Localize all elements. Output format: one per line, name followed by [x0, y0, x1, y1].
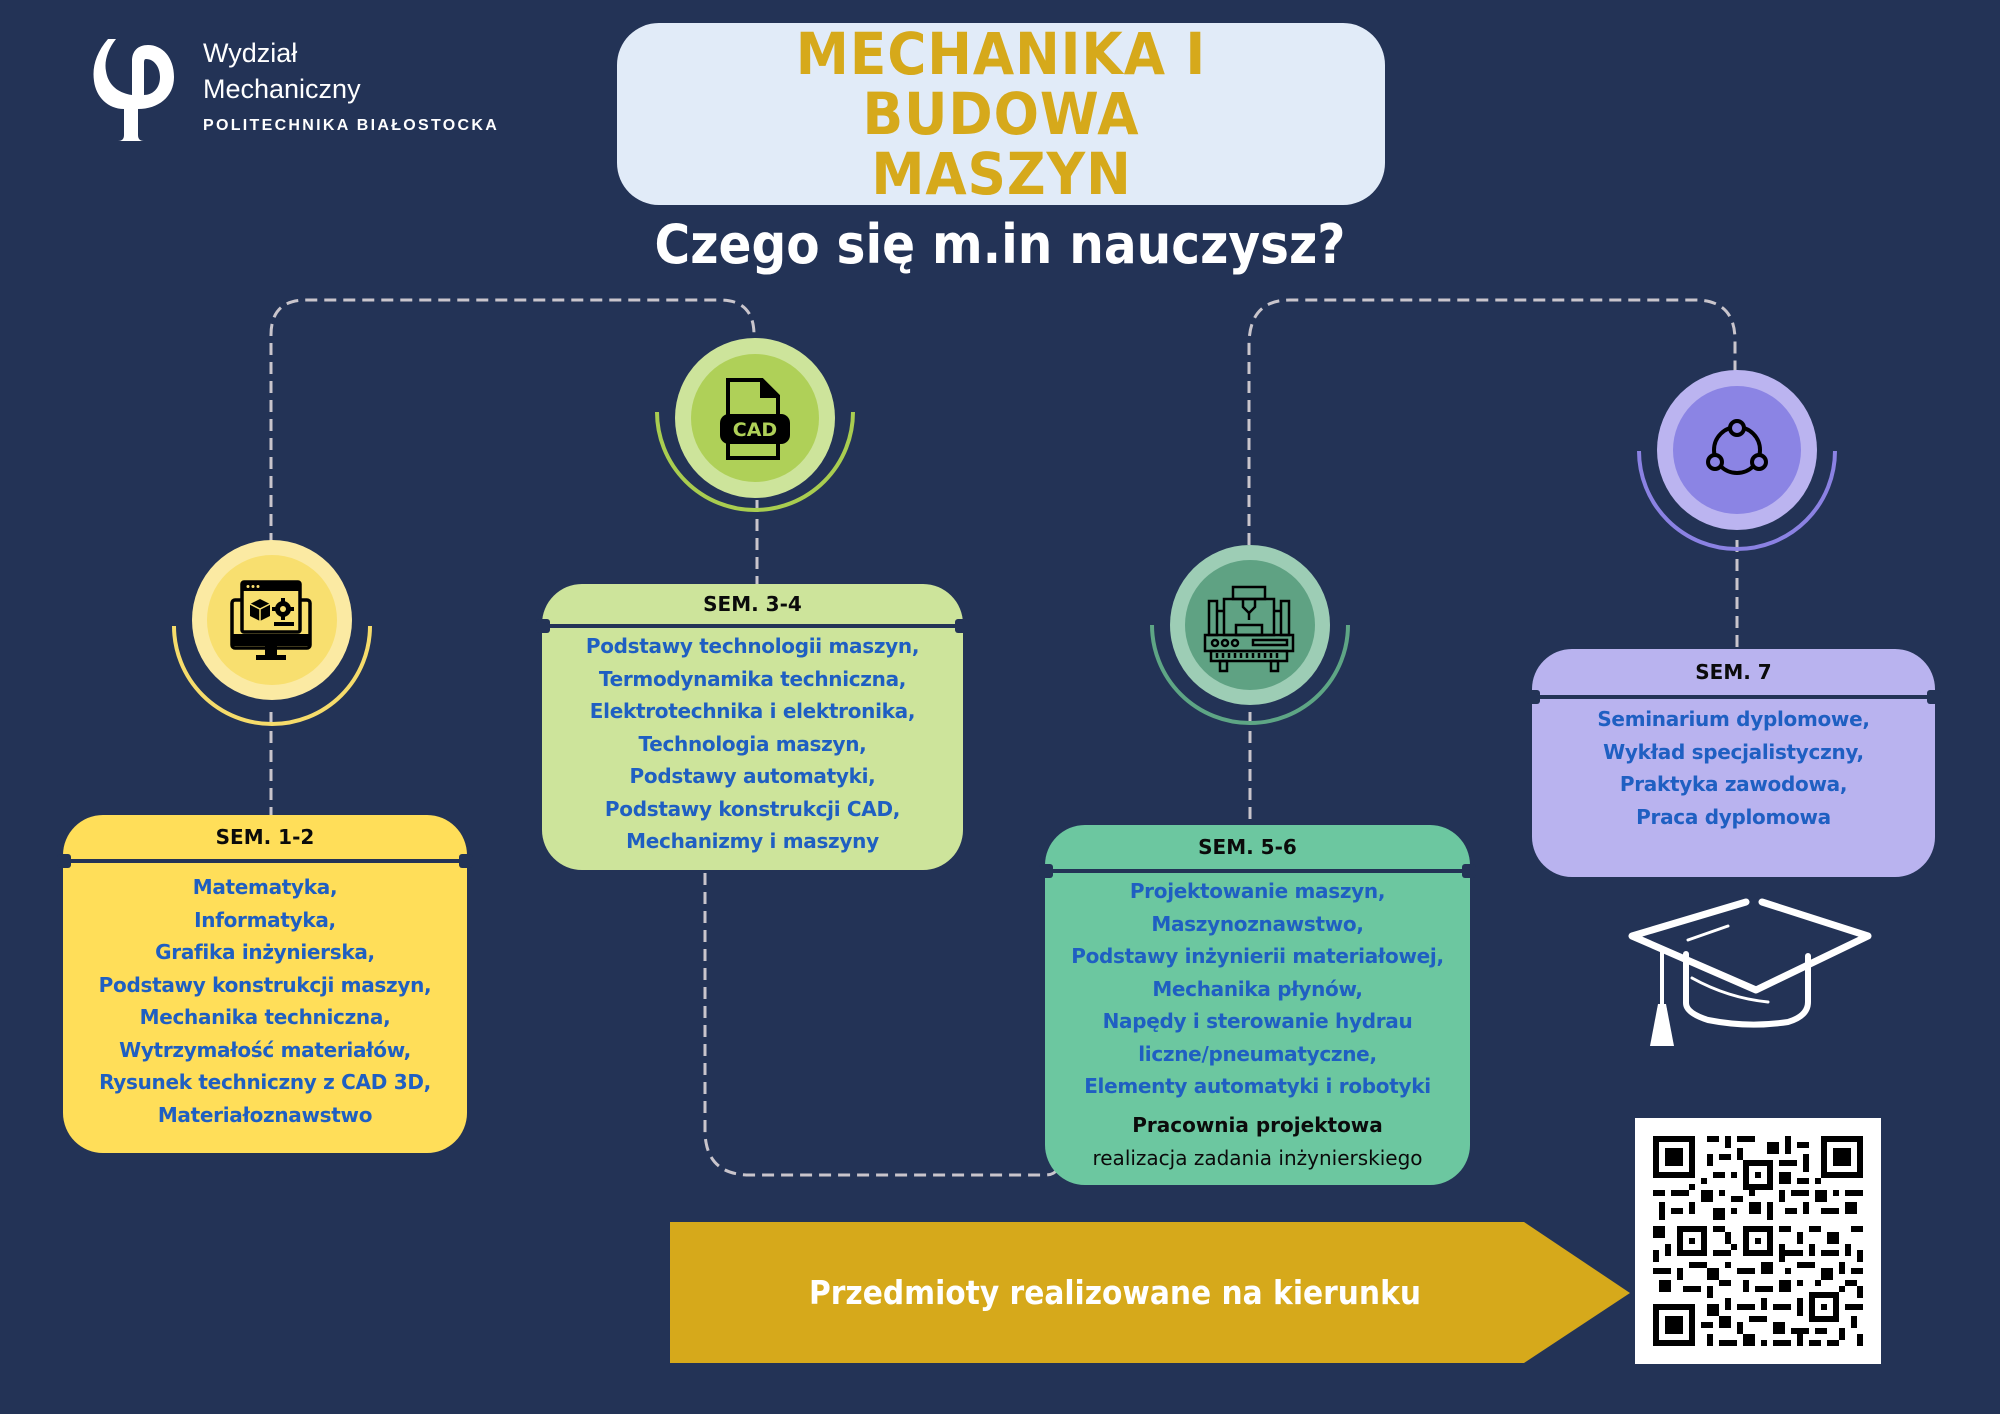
subject-item: Mechanika techniczna, — [139, 1005, 391, 1029]
card-divider — [1039, 864, 1476, 878]
semester-title: SEM. 3-4 — [703, 592, 802, 616]
project-lab-subtitle: realizacja zadania inżynierskiego — [1092, 1145, 1423, 1170]
subject-item: Praca dyplomowa — [1636, 804, 1831, 829]
qr-code[interactable] — [1635, 1118, 1881, 1364]
page-title-line1: MECHANIKA I BUDOWA — [795, 20, 1207, 148]
project-lab-title: Pracownia projektowa — [1132, 1112, 1383, 1137]
semester-card-3-4: SEM. 3-4 Podstawy technologii maszyn, Te… — [536, 584, 969, 870]
subject-item: Podstawy konstrukcji maszyn, — [98, 972, 432, 997]
card-divider — [536, 619, 969, 633]
svg-text:CAD: CAD — [733, 419, 777, 441]
card-divider — [57, 854, 473, 868]
subject-item: Wykład specjalistyczny, — [1603, 739, 1864, 764]
card-divider — [1526, 690, 1941, 704]
semester-title: SEM. 1-2 — [215, 825, 315, 849]
subject-item: Wytrzymałość materiałów, — [119, 1037, 411, 1062]
subject-item: Seminarium dyplomowe, — [1597, 707, 1870, 731]
subject-item: Elektrotechnika i elektronika, — [589, 699, 916, 723]
sem7-icon-circle — [1637, 370, 1837, 551]
network-nodes-icon — [1706, 419, 1768, 475]
page-subtitle: Czego się m.in nauczysz? — [654, 213, 1346, 276]
subjects-banner-arrow — [670, 1222, 1630, 1363]
cad-file-icon: CAD — [720, 378, 790, 460]
semester-card-7: SEM. 7 Seminarium dyplomowe, Wykład spec… — [1526, 649, 1941, 877]
subject-item: Projektowanie maszyn, — [1129, 879, 1386, 903]
subject-item: Termodynamika techniczna, — [598, 666, 907, 691]
logo-university: POLITECHNIKA BIAŁOSTOCKA — [203, 117, 500, 134]
sem34-icon-circle: CAD — [655, 338, 855, 512]
graduation-cap-icon — [1628, 898, 1872, 1046]
subject-item: Maszynoznawstwo, — [1151, 911, 1364, 936]
semester-card-1-2: SEM. 1-2 Matematyka, Informatyka, Grafik… — [57, 815, 473, 1153]
faculty-logo: Wydział Mechaniczny POLITECHNIKA BIAŁOST… — [88, 35, 508, 145]
semester-title: SEM. 7 — [1695, 660, 1772, 684]
subject-item: Napędy i sterowanie hydrau — [1102, 1009, 1413, 1033]
subject-item: Grafika inżynierska, — [155, 940, 375, 964]
subject-item: Praktyka zawodowa, — [1619, 772, 1848, 796]
sem56-icon-circle — [1150, 545, 1350, 725]
page-title-line2: MASZYN — [870, 140, 1132, 208]
subject-item: Materiałoznawstwo — [157, 1102, 373, 1127]
subject-item: Podstawy automatyki, — [629, 764, 876, 788]
subjects-banner-label: Przedmioty realizowane na kierunku — [809, 1272, 1421, 1312]
subject-item: Podstawy inżynierii materiałowej, — [1071, 944, 1444, 968]
subject-item: Mechanika płynów, — [1152, 976, 1363, 1001]
logo-faculty-line1: Wydział — [203, 38, 298, 68]
subject-item: Mechanizmy i maszyny — [626, 829, 879, 853]
computer-3d-settings-icon — [230, 580, 312, 660]
title-box: MECHANIKA I BUDOWA MASZYN — [617, 23, 1385, 205]
semester-card-5-6: SEM. 5-6 Projektowanie maszyn, Maszynozn… — [1039, 825, 1476, 1185]
subject-item: Technologia maszyn, — [638, 731, 867, 756]
sem12-icon-circle — [172, 540, 372, 726]
phi-logo-icon — [93, 39, 174, 141]
subject-item: Rysunek techniczny z CAD 3D, — [99, 1070, 431, 1094]
logo-faculty-line2: Mechaniczny — [203, 74, 361, 104]
semester-title: SEM. 5-6 — [1198, 835, 1297, 859]
subject-item: Matematyka, — [192, 875, 338, 899]
subject-item: liczne/pneumatyczne, — [1138, 1041, 1377, 1066]
subject-item: Elementy automatyki i robotyki — [1084, 1074, 1431, 1098]
cnc-machine-icon — [1203, 585, 1295, 673]
subject-item: Podstawy konstrukcji CAD, — [604, 796, 901, 821]
subject-item: Informatyka, — [194, 907, 336, 932]
subject-item: Podstawy technologii maszyn, — [585, 634, 920, 658]
